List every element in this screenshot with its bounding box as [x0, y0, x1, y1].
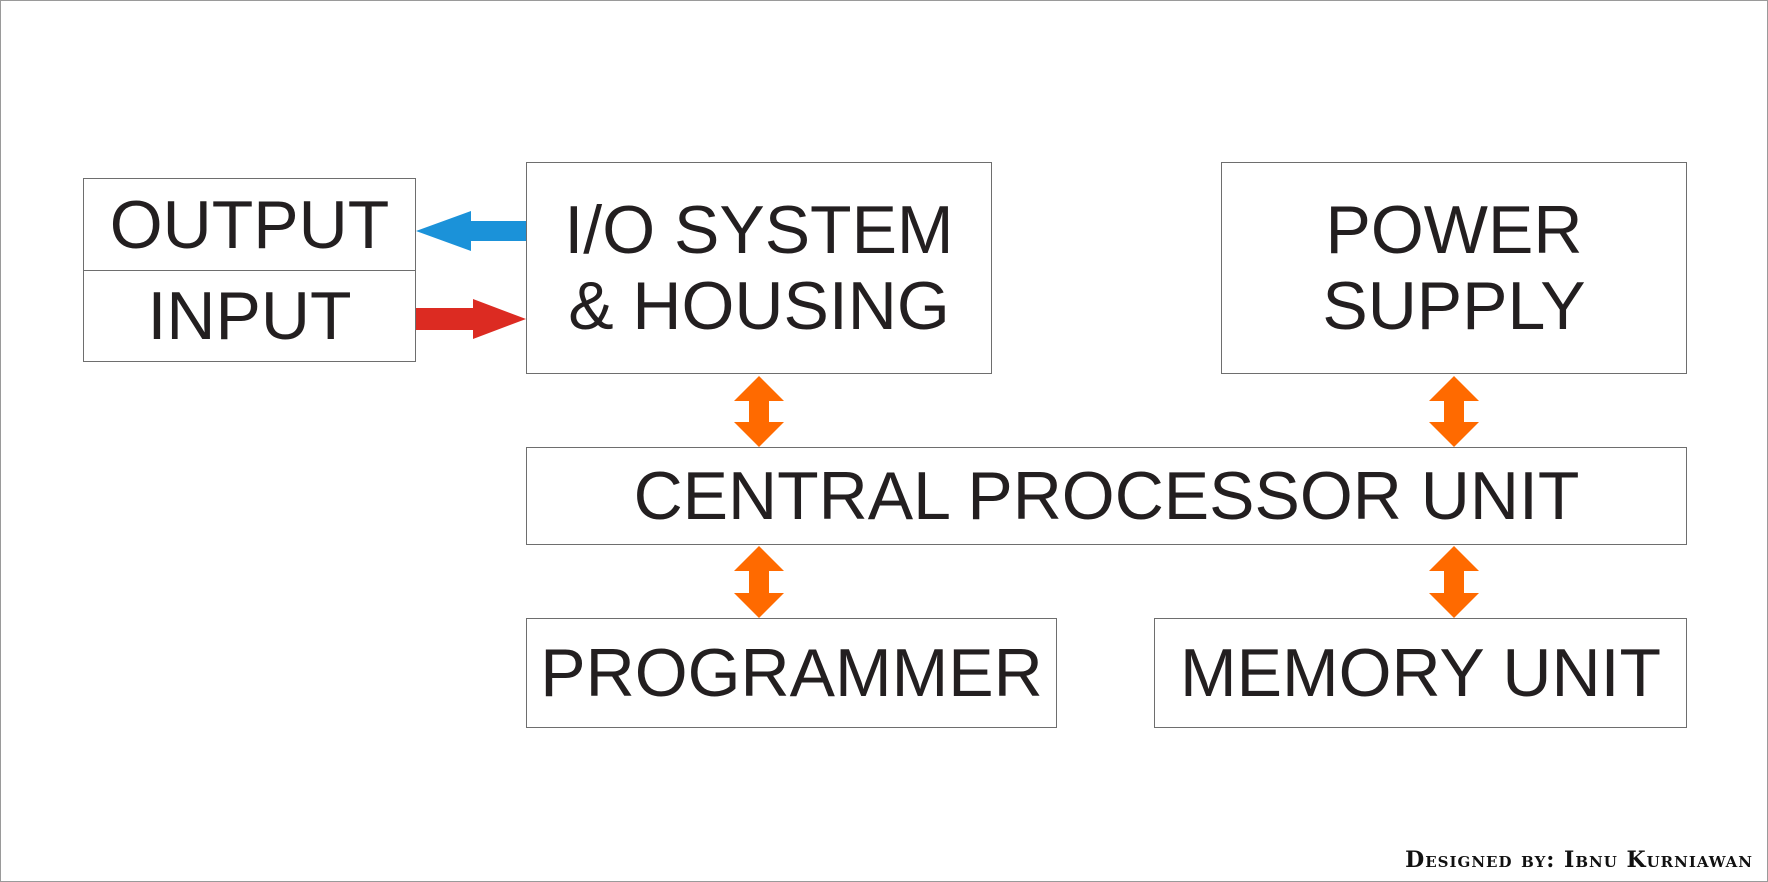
- arrow-io-to-output: [416, 211, 526, 251]
- power-supply-box: POWER SUPPLY: [1221, 162, 1687, 374]
- power-supply-label: POWER SUPPLY: [1322, 192, 1586, 344]
- arrow-power-cpu: [1429, 376, 1479, 447]
- programmer-box: PROGRAMMER: [526, 618, 1057, 728]
- designer-credit: Designed by: Ibnu Kurniawan: [1405, 847, 1753, 873]
- cpu-label: CENTRAL PROCESSOR UNIT: [633, 458, 1580, 534]
- arrow-cpu-memory: [1429, 546, 1479, 618]
- arrow-cpu-programmer: [734, 546, 784, 618]
- output-label: OUTPUT: [109, 186, 390, 263]
- input-box: INPUT: [83, 270, 416, 362]
- memory-unit-label: MEMORY UNIT: [1179, 635, 1662, 711]
- arrow-io-cpu: [734, 376, 784, 447]
- arrow-input-to-io: [416, 299, 526, 339]
- memory-unit-box: MEMORY UNIT: [1154, 618, 1687, 728]
- output-box: OUTPUT: [83, 178, 416, 271]
- io-system-box: I/O SYSTEM & HOUSING: [526, 162, 992, 374]
- programmer-label: PROGRAMMER: [540, 635, 1043, 711]
- io-system-label: I/O SYSTEM & HOUSING: [564, 192, 954, 344]
- input-label: INPUT: [147, 278, 352, 354]
- cpu-box: CENTRAL PROCESSOR UNIT: [526, 447, 1687, 545]
